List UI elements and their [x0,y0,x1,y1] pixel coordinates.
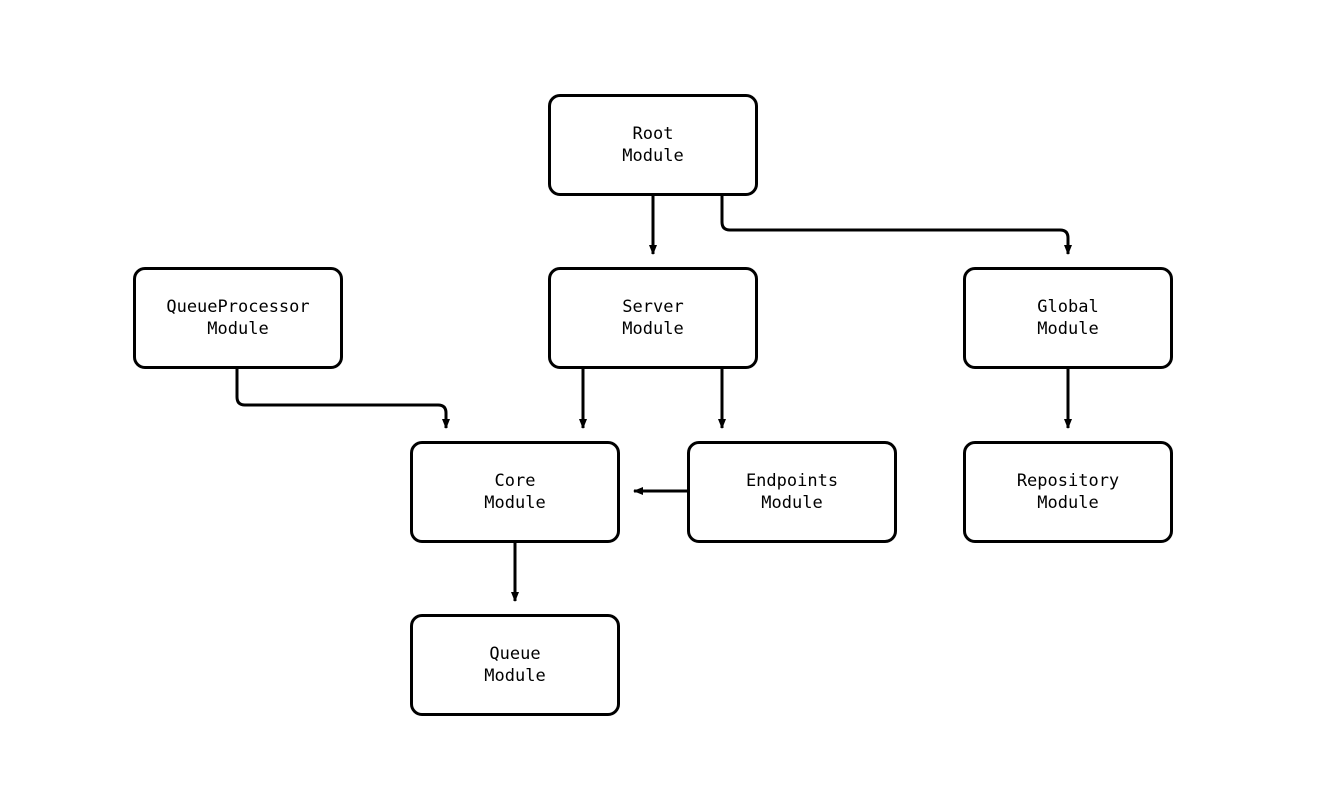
node-endpoints-module[interactable]: Endpoints Module [687,441,897,543]
node-global-module[interactable]: Global Module [963,267,1173,369]
node-queue-module[interactable]: Queue Module [410,614,620,716]
node-root-module-label: Root Module [622,124,684,166]
node-root-module[interactable]: Root Module [548,94,758,196]
node-core-module[interactable]: Core Module [410,441,620,543]
edge-root-to-global [720,196,1072,255]
node-global-module-label: Global Module [1037,297,1099,339]
node-server-module[interactable]: Server Module [548,267,758,369]
node-queue-module-label: Queue Module [484,644,546,686]
node-queueprocessor-module[interactable]: QueueProcessor Module [133,267,343,369]
edge-queueprocessor-to-core [235,369,450,429]
node-core-module-label: Core Module [484,471,546,513]
node-endpoints-module-label: Endpoints Module [745,471,839,513]
node-repository-module-label: Repository Module [1016,471,1120,513]
node-repository-module[interactable]: Repository Module [963,441,1173,543]
node-server-module-label: Server Module [622,297,684,339]
node-queueprocessor-module-label: QueueProcessor Module [166,297,310,339]
